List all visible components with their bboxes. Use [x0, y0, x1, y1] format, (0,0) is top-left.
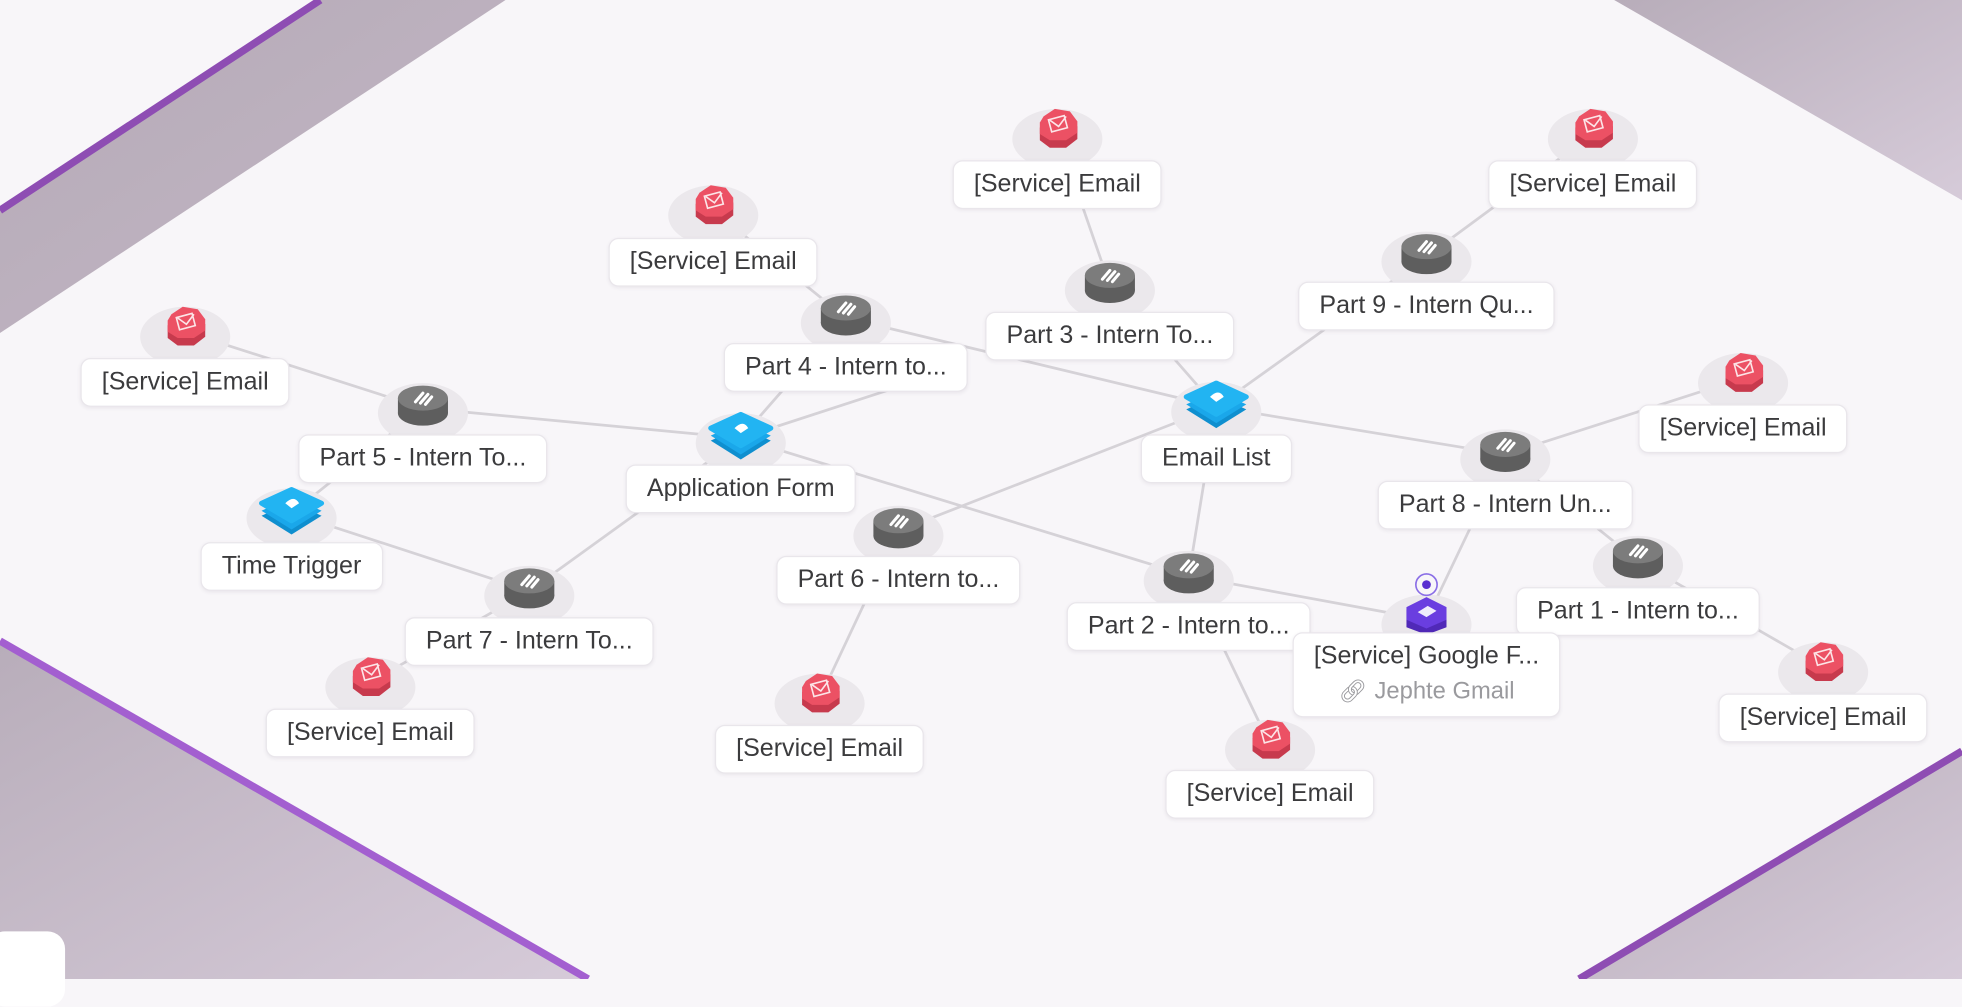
node-label-email7[interactable]: [Service] Email — [714, 724, 925, 774]
step-icon[interactable] — [373, 371, 473, 446]
bottom-left-band-edge — [0, 637, 590, 979]
node-label-part5[interactable]: Part 5 - Intern To... — [298, 434, 548, 484]
node-title: [Service] Email — [1739, 703, 1907, 732]
node-label-email1[interactable]: [Service] Email — [952, 160, 1163, 210]
step-icon[interactable] — [1139, 538, 1239, 613]
email-service-icon[interactable] — [663, 173, 763, 248]
node-title: [Service] Email — [101, 368, 269, 396]
edge-part5-appform — [422, 406, 741, 440]
step-icon[interactable] — [1060, 248, 1160, 323]
email-service-icon[interactable] — [770, 661, 870, 736]
node-label-part4[interactable]: Part 4 - Intern to... — [723, 343, 968, 392]
node-title: Time Trigger — [221, 552, 362, 580]
edge-appform-part7 — [528, 437, 742, 593]
node-label-part7[interactable]: Part 7 - Intern To... — [404, 617, 654, 667]
email-service-icon[interactable] — [1543, 96, 1643, 171]
email-service-icon[interactable] — [1773, 630, 1873, 705]
node-title: [Service] Email — [1509, 170, 1677, 198]
node-title: [Service] Email — [1659, 414, 1827, 442]
node-label-part2[interactable]: Part 2 - Intern to... — [1066, 602, 1311, 651]
node-label-email8[interactable]: [Service] Email — [1718, 693, 1928, 743]
node-connection: 🔗︎ Jephte Gmail — [1314, 676, 1539, 707]
node-label-part9[interactable]: Part 9 - Intern Qu... — [1298, 281, 1555, 331]
node-title: Part 4 - Intern to... — [745, 353, 947, 381]
node-title: Part 9 - Intern Qu... — [1319, 291, 1534, 320]
trigger-icon[interactable] — [242, 476, 342, 551]
node-label-timetrigger[interactable]: Time Trigger — [200, 542, 383, 591]
node-title: [Service] Email — [286, 718, 454, 747]
connection-name: Jephte Gmail — [1374, 678, 1515, 705]
node-title: Part 1 - Intern to... — [1537, 597, 1739, 625]
edge-emaillist-part6 — [897, 405, 1217, 533]
node-title: Part 6 - Intern to... — [797, 565, 1000, 594]
email-service-icon[interactable] — [1693, 341, 1793, 416]
node-label-email2[interactable]: [Service] Email — [1488, 160, 1698, 210]
email-service-icon[interactable] — [1220, 707, 1320, 782]
node-label-google[interactable]: [Service] Google F... 🔗︎ Jephte Gmail — [1292, 632, 1561, 718]
step-icon[interactable] — [848, 493, 948, 568]
node-title: Email List — [1162, 444, 1271, 472]
node-title: [Service] Google F... — [1313, 642, 1540, 670]
node-title: Part 5 - Intern To... — [319, 444, 527, 472]
step-icon[interactable] — [796, 280, 896, 355]
step-icon[interactable] — [479, 553, 579, 628]
edge-emaillist-part8 — [1216, 405, 1506, 456]
edge-part4-emaillist — [845, 316, 1217, 409]
node-label-email5[interactable]: [Service] Email — [1638, 404, 1848, 454]
top-left-band-edge — [0, 0, 323, 214]
edge-appform-part2 — [740, 436, 1190, 578]
node-label-email4[interactable]: [Service] Email — [80, 358, 290, 407]
email-service-icon[interactable] — [1007, 96, 1107, 171]
node-label-email3[interactable]: [Service] Email — [608, 237, 818, 287]
node-title: [Service] Email — [736, 734, 904, 763]
canvas-background — [0, 0, 1962, 979]
trigger-icon[interactable] — [1166, 369, 1266, 444]
node-title: [Service] Email — [629, 247, 797, 276]
email-service-icon[interactable] — [135, 294, 235, 369]
node-title: Application Form — [646, 474, 835, 503]
node-title: Part 8 - Intern Un... — [1398, 490, 1612, 519]
connection-target-icon[interactable] — [1414, 572, 1439, 597]
node-title: Part 2 - Intern to... — [1087, 612, 1290, 640]
node-label-part8[interactable]: Part 8 - Intern Un... — [1377, 480, 1633, 530]
node-title: [Service] Email — [1186, 779, 1354, 808]
node-label-part1[interactable]: Part 1 - Intern to... — [1515, 587, 1761, 636]
node-title: Part 7 - Intern To... — [425, 627, 633, 655]
link-icon: 🔗︎ — [1338, 678, 1367, 704]
node-label-email9[interactable]: [Service] Email — [1165, 769, 1375, 819]
node-title: [Service] Email — [973, 170, 1141, 198]
top-left-band — [0, 0, 506, 334]
node-label-part3[interactable]: Part 3 - Intern To... — [985, 311, 1235, 361]
trigger-icon[interactable] — [691, 401, 791, 476]
bottom-right-band-edge — [1577, 747, 1962, 979]
email-service-icon[interactable] — [320, 645, 420, 720]
node-label-part6[interactable]: Part 6 - Intern to... — [776, 555, 1021, 605]
node-title: Part 3 - Intern To... — [1006, 321, 1214, 350]
step-icon[interactable] — [1455, 417, 1555, 492]
node-label-appform[interactable]: Application Form — [625, 464, 856, 514]
node-label-email6[interactable]: [Service] Email — [265, 708, 476, 758]
step-icon[interactable] — [1376, 219, 1476, 294]
node-label-emaillist[interactable]: Email List — [1140, 434, 1292, 484]
step-icon[interactable] — [1588, 523, 1688, 598]
